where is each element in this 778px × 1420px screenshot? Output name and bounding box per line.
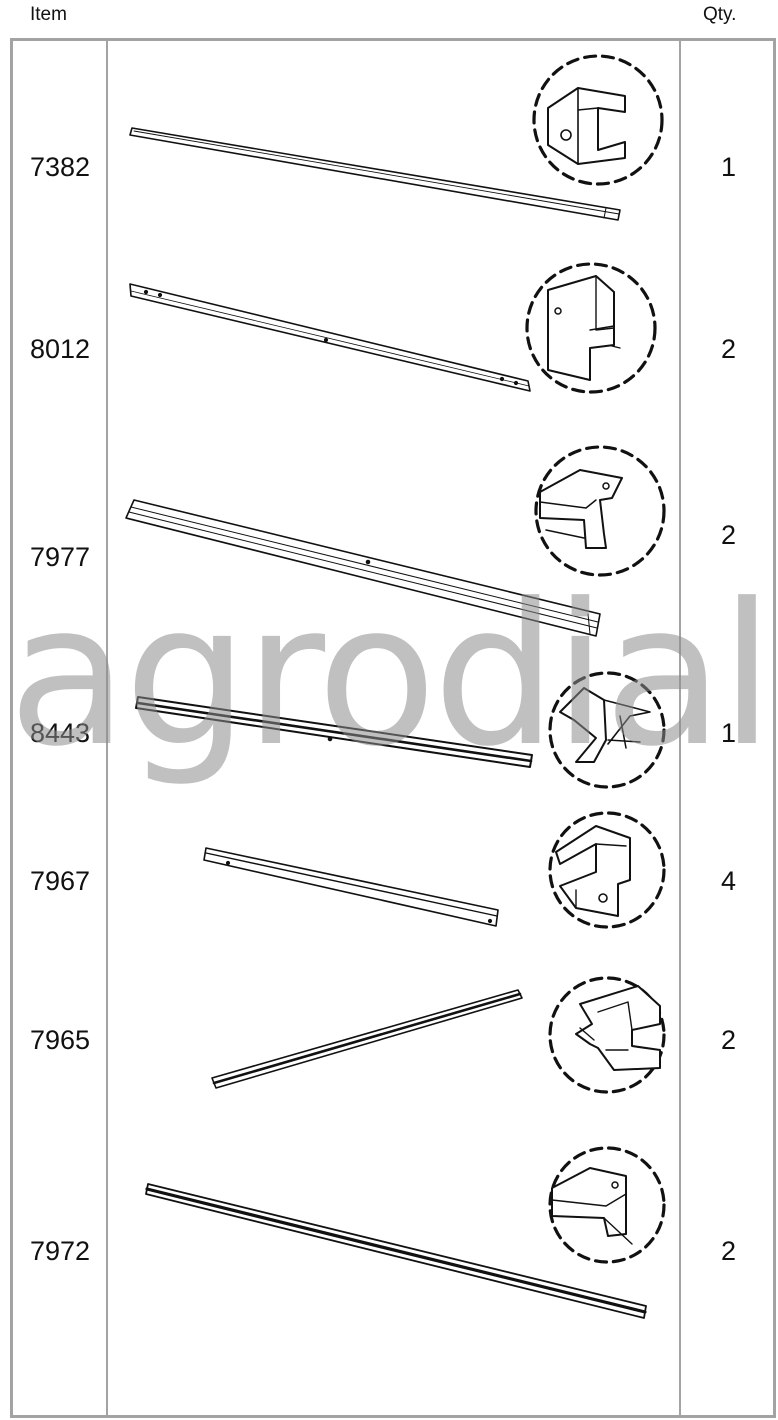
quantity-value: 2 [720,520,737,550]
item-number: 7977 [29,542,91,572]
quantity-value: 2 [720,1236,737,1266]
qty-column-header: Qty. [703,4,737,25]
qty-column-divider [679,38,681,1418]
quantity-value: 4 [720,866,737,896]
item-number: 7967 [29,866,91,896]
quantity-value: 2 [720,1025,737,1055]
quantity-value: 2 [720,334,737,364]
item-number: 8012 [29,334,91,364]
item-column-divider [106,38,108,1418]
quantity-value: 1 [720,718,737,748]
item-number: 7972 [29,1236,91,1266]
item-number: 8443 [29,718,91,748]
quantity-value: 1 [720,152,737,182]
parts-table-frame [10,38,776,1418]
item-number: 7382 [29,152,91,182]
item-column-header: Item [30,4,67,25]
item-number: 7965 [29,1025,91,1055]
